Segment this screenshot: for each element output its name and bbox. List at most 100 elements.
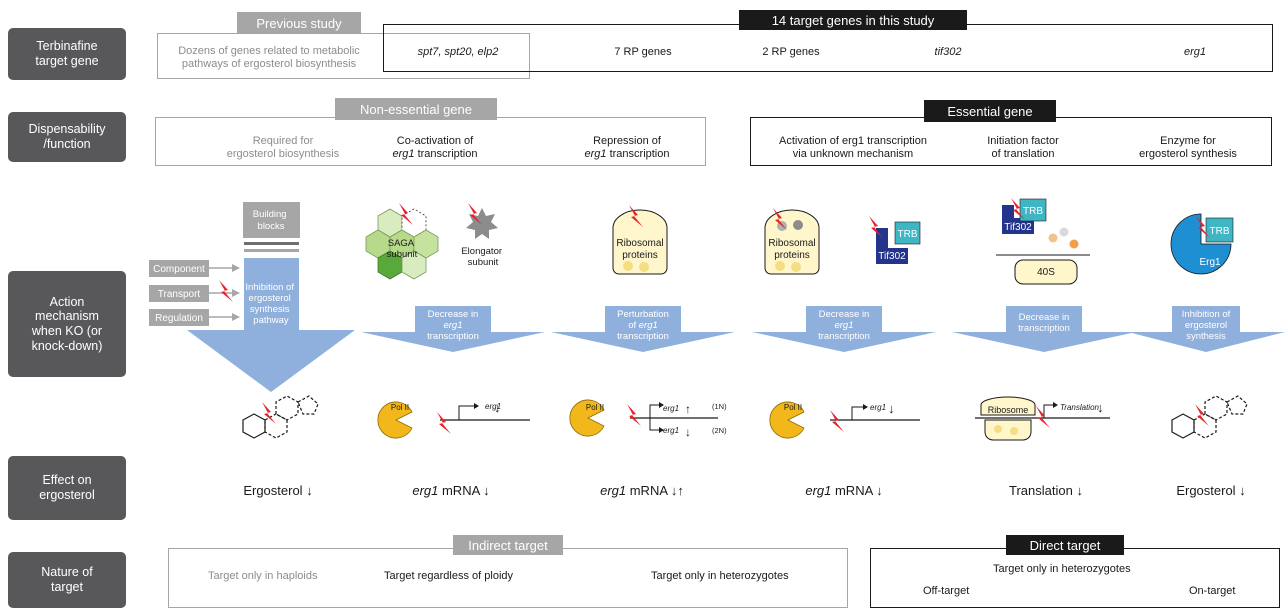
svg-text:erg1: erg1 (663, 404, 679, 413)
knockout-bolt-icon (262, 402, 276, 424)
ribosomal-proteins-icon-2: Ribosomal proteins (764, 209, 820, 275)
effect-text: mRNA (831, 483, 873, 498)
ribosomal-label-1: Ribosomal (616, 238, 663, 249)
function-line: of translation (991, 148, 1055, 161)
effect-col-6: Ergosterol ↓ (1176, 483, 1245, 498)
row-label-text: Dispensability /function (28, 122, 106, 151)
erg1-trb-icon: Erg1 TRB (1170, 213, 1234, 275)
effect-arrows: ↓ (483, 483, 490, 498)
function-line: transcription (606, 148, 670, 161)
gene-saga-elp: spt7, spt20, elp2 (417, 46, 499, 58)
row-label-text: Terbinafine target gene (35, 39, 99, 68)
effect-text: mRNA (626, 483, 668, 498)
pol2-label: Pol II (391, 403, 409, 412)
building-blocks-line2: blocks (258, 221, 285, 232)
ribosome-label: Ribosome (988, 405, 1029, 415)
function-line: transcription (414, 148, 478, 161)
pol2-label: Pol II (586, 403, 604, 412)
effect-gene: erg1 (412, 483, 439, 498)
direct-off-target: Off-target (923, 585, 970, 597)
svg-text:↓: ↓ (888, 401, 895, 416)
elongator-label: Elongator subunit (461, 246, 504, 268)
down-arrow: ↓ (494, 400, 501, 415)
gene-erg1: erg1 (1183, 46, 1207, 58)
tif302-40s-icon: Tif302 TRB 40S (996, 198, 1090, 285)
gene-2-rp: 2 RP genes (762, 46, 820, 58)
pol2-erg1-diagram-col2: Pol II erg1 ↓ (377, 400, 530, 439)
trb-label: TRB (898, 229, 918, 240)
erg1-gene-label: erg1 (485, 402, 501, 411)
indirect-haploids: Target only in haploids (208, 570, 318, 582)
function-line: ergosterol biosynthesis (226, 148, 340, 161)
gene-7-rp: 7 RP genes (614, 46, 672, 58)
trb-label: TRB (1023, 206, 1043, 217)
effect-text: mRNA (438, 483, 480, 498)
svg-text:↓: ↓ (1097, 400, 1104, 415)
40s-label: 40S (1037, 267, 1055, 278)
input-regulation-label: Regulation (155, 313, 203, 324)
knockout-bolt-icon (437, 412, 451, 434)
previous-study-tag: Previous study (237, 12, 361, 34)
building-blocks-line1: Building (253, 209, 287, 220)
building-blocks-label: Building blocks (253, 209, 289, 232)
tif302-trb-icon: Tif302 TRB (876, 221, 921, 264)
trb-label: TRB (1210, 226, 1230, 237)
ribosomal-label-2: proteins (774, 250, 810, 261)
function-line: ergosterol synthesis (1139, 148, 1237, 161)
previous-study-text: Dozens of genes related to metabolic pat… (178, 45, 360, 71)
function-line: Co-activation of (396, 135, 474, 147)
effect-col-3: erg1 mRNA ↓↑ (600, 483, 684, 498)
svg-text:↑: ↑ (685, 402, 691, 416)
indirect-target-tag: Indirect target (453, 535, 563, 555)
effect-arrows: ↓↑ (670, 483, 684, 498)
row-label-action: Action mechanism when KO (or knock-down) (8, 271, 126, 377)
ribosomal-proteins-icon: Ribosomal proteins (612, 209, 668, 275)
knockout-bolt-icon (219, 280, 233, 302)
direct-heterozygotes: Target only in heterozygotes (993, 563, 1131, 575)
direct-target-tag: Direct target (1006, 535, 1124, 555)
function-gene: erg1 (584, 148, 607, 161)
effect-text: Translation (1009, 483, 1073, 498)
effect-col-5: Translation ↓ (1009, 483, 1083, 498)
elongator-subunit-icon: Elongator subunit (461, 208, 504, 268)
function-line: Activation of erg1 transcription (779, 135, 927, 147)
saga-subunit-icon: SAGA subunit (365, 208, 439, 280)
input-transport-label: Transport (158, 289, 201, 300)
essential-tag: Essential gene (924, 100, 1056, 122)
effect-arrows: ↓ (306, 483, 313, 498)
row-label-text: Nature of target (41, 565, 93, 594)
row-label-dispensability: Dispensability /function (8, 112, 126, 162)
knockout-bolt-icon (1036, 406, 1050, 428)
tif302-label: Tif302 (878, 251, 906, 262)
tif302-label: Tif302 (1004, 222, 1032, 233)
svg-text:↓: ↓ (685, 425, 691, 439)
row-label-text: Action mechanism when KO (or knock-down) (31, 294, 103, 353)
row-label-target-gene: Terbinafine target gene (8, 28, 126, 80)
function-gene: erg1 (392, 148, 415, 161)
effect-arrows: ↓ (1076, 483, 1083, 498)
row-label-text: Effect on ergosterol (39, 473, 95, 502)
pol2-erg1-diagram-col4: Pol II erg1 ↓ (769, 401, 920, 439)
ribosomal-label-1: Ribosomal (768, 238, 815, 249)
effect-col-4: erg1 mRNA ↓ (805, 483, 882, 498)
this-study-tag: 14 target genes in this study (739, 10, 967, 30)
knockout-bolt-icon (627, 404, 641, 426)
ploidy-1n-label: (1N) (712, 402, 727, 411)
effect-text: Ergosterol (1176, 483, 1236, 498)
function-line: via unknown mechanism (792, 148, 914, 161)
ergosterol-structure-icon (242, 395, 319, 439)
big-inhibition-arrow (187, 258, 355, 392)
input-component: Component (149, 260, 240, 277)
